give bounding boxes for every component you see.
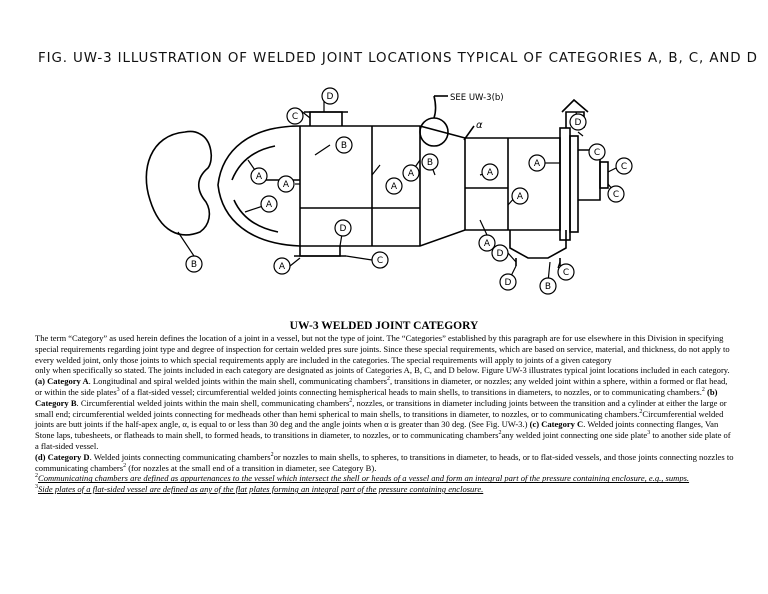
svg-text:C: C bbox=[613, 190, 619, 200]
footnote-communicating-chambers: 2Communicating chambers are defined as a… bbox=[35, 473, 690, 484]
category-d-label: (d) Category D bbox=[35, 451, 90, 462]
svg-text:C: C bbox=[563, 268, 569, 278]
footnote-side-plates: 3Side plates of a flat-sided vessel are … bbox=[35, 484, 484, 495]
svg-text:D: D bbox=[505, 278, 512, 288]
joint-label-letters: B C D A A A B A A B A A A A D A C D D C … bbox=[191, 92, 627, 292]
alpha-symbol: α bbox=[476, 120, 483, 131]
category-d-paragraph: (d) Category D. Welded joints connecting… bbox=[35, 451, 734, 473]
svg-text:A: A bbox=[534, 159, 541, 169]
svg-text:A: A bbox=[391, 182, 398, 192]
vessel-shell bbox=[217, 125, 561, 247]
svg-text:A: A bbox=[256, 172, 263, 182]
figure-title: FIG. UW-3 ILLUSTRATION OF WELDED JOINT L… bbox=[38, 51, 758, 66]
category-c-label: (c) Category C bbox=[529, 419, 584, 430]
section-body: The term “Category” as used herein defin… bbox=[35, 333, 735, 495]
svg-text:A: A bbox=[279, 262, 286, 272]
svg-text:C: C bbox=[594, 148, 600, 158]
svg-text:A: A bbox=[283, 180, 290, 190]
category-b-label: (b) Category B bbox=[35, 386, 718, 408]
svg-text:B: B bbox=[191, 260, 197, 270]
category-a-label: (a) Category A bbox=[35, 376, 89, 387]
svg-text:A: A bbox=[266, 200, 273, 210]
svg-text:A: A bbox=[408, 169, 415, 179]
svg-text:C: C bbox=[292, 112, 298, 122]
svg-text:B: B bbox=[427, 158, 433, 168]
svg-text:D: D bbox=[575, 118, 582, 128]
svg-text:A: A bbox=[487, 168, 494, 178]
svg-text:A: A bbox=[517, 192, 524, 202]
vessel-illustration: SEE UW-3(b) α bbox=[145, 87, 633, 295]
section-title: UW-3 WELDED JOINT CATEGORY bbox=[289, 320, 479, 332]
see-uw3b-callout: SEE UW-3(b) bbox=[450, 93, 504, 103]
svg-text:D: D bbox=[340, 224, 347, 234]
joint-label-markers bbox=[177, 87, 633, 295]
spherical-head bbox=[145, 130, 213, 236]
svg-text:A: A bbox=[484, 239, 491, 249]
svg-text:D: D bbox=[497, 249, 504, 259]
svg-text:C: C bbox=[377, 256, 383, 266]
intro-paragraph: The term “Category” as used herein defin… bbox=[35, 333, 730, 365]
svg-text:B: B bbox=[545, 282, 551, 292]
category-paragraph: only when specifically so stated. The jo… bbox=[35, 365, 731, 451]
svg-text:B: B bbox=[341, 141, 347, 151]
svg-text:C: C bbox=[621, 162, 627, 172]
svg-text:D: D bbox=[327, 92, 334, 102]
